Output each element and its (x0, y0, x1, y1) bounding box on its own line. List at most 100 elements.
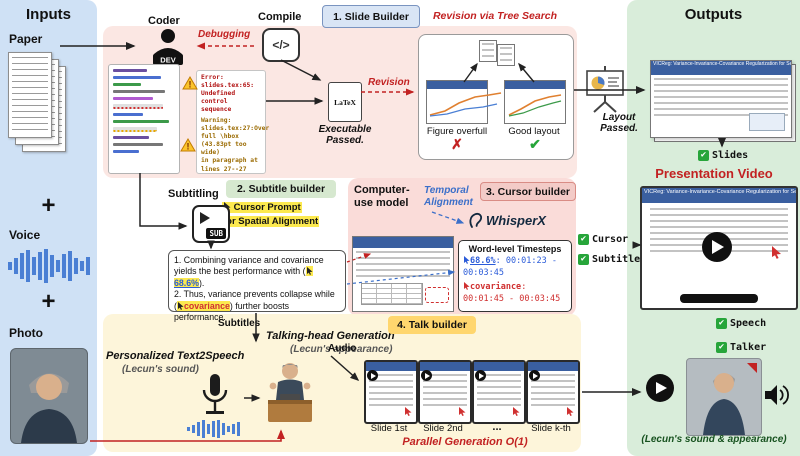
slide-thumb-1 (364, 360, 418, 424)
outputs-caption: (Lecun's sound & appearance) (641, 434, 787, 445)
voice-waveform (8, 249, 90, 283)
paper-page-lines (12, 57, 48, 133)
compile-icon-glyph: </> (272, 38, 290, 52)
slide-thumb-header (366, 362, 416, 371)
cross-mark: ✗ (451, 136, 463, 152)
slide-thumb-label-3: ... (492, 421, 502, 433)
cursor-prompt-line1: Cursor Prompt (233, 202, 301, 213)
presentation-board-icon (586, 66, 624, 113)
slides-check-label: Slides (712, 150, 749, 161)
slide-thumb-lines (531, 374, 575, 408)
inputs-title: Inputs (26, 6, 71, 23)
plus-sign-2: + (41, 288, 56, 315)
photo-label: Photo (9, 326, 43, 340)
slide-thumb-label-2: Slide 2nd (423, 423, 463, 434)
cursor-pointer-icon (464, 281, 470, 290)
voice-label: Voice (9, 228, 41, 242)
compiler-log-box: Error: slides.tex:65: Undefined control … (196, 70, 269, 174)
speech-check-label: Speech (730, 318, 767, 329)
quote2-term: covariance (183, 300, 230, 311)
temporal-alignment-label: Temporal Alignment (424, 185, 473, 208)
video-play-button (702, 232, 732, 262)
code-line (113, 136, 149, 139)
check-icon: ✔ (578, 254, 589, 265)
slide-thumb-label-1: Slide 1st (370, 423, 408, 434)
audio-label: Audio (328, 343, 357, 354)
code-line-error (113, 104, 163, 109)
ts2-term: covariance (470, 281, 522, 292)
plus-sign-1: + (41, 192, 56, 219)
code-line (113, 113, 143, 116)
slide-thumb-label-4: Slide k-th (531, 423, 571, 434)
revision-label: Revision (368, 77, 410, 88)
thumb-cursor-icon (459, 407, 466, 416)
coder-dev-icon: DEV (153, 29, 183, 65)
slide-thumb-header (474, 362, 524, 371)
talker-person (703, 363, 757, 435)
mic-waveform (187, 420, 240, 438)
latex-icon-label: LaTeX (334, 97, 356, 107)
slides-body-lines (654, 78, 788, 118)
tree-chart-overfull (426, 80, 502, 124)
talker-check: ✔ Talker (716, 342, 766, 353)
talker-video-thumb (686, 358, 762, 436)
compile-label: Compile (258, 11, 302, 23)
tree-chart-good-plot (508, 94, 562, 117)
talker-check-label: Talker (730, 342, 767, 353)
video-subtitle-pill (680, 294, 758, 303)
check-icon: ✔ (698, 150, 709, 161)
slides-screenshot: VICReg: Variance-Invariance-Covariance R… (650, 60, 792, 138)
tree-chart-header (505, 81, 565, 89)
subtitle-builder-badge: 2. Subtitle builder (226, 180, 336, 198)
tree-chart-header (427, 81, 487, 89)
executable-passed-label: Executable Passed. (318, 124, 372, 146)
cursor-check: ✔ Cursor (578, 234, 628, 245)
slide-thumb-2 (418, 360, 472, 424)
ablation-slide-lines (356, 251, 450, 277)
video-title-text: VICReg: Variance-Invariance-Covariance R… (644, 189, 796, 195)
code-line (113, 76, 161, 79)
tree-search-title: Revision via Tree Search (432, 10, 558, 22)
thumb-cursor-icon (513, 407, 520, 416)
cursor-pointer-icon (464, 256, 470, 264)
ear-icon (469, 212, 482, 228)
tree-doc-icon-1 (479, 40, 497, 62)
compile-icon: </> (262, 28, 300, 62)
outputs-title: Outputs (684, 6, 743, 23)
cursor-pointer-icon (306, 267, 313, 276)
talking-head-label: Talking-head Generation (266, 330, 395, 342)
paper-label: Paper (9, 32, 43, 46)
debugging-label: Debugging (198, 29, 251, 40)
speech-check: ✔ Speech (716, 318, 766, 329)
slides-check: ✔ Slides (698, 150, 748, 161)
tree-doc-icon-2 (497, 44, 515, 66)
paper-page-1 (8, 52, 52, 138)
quote2-pre: 2. Thus, variance prevents collapse whil… (174, 289, 335, 311)
tree-doc-lines (500, 47, 512, 61)
presentation-video-title: Presentation Video (655, 166, 773, 181)
subtitles-label: Subtitles (218, 318, 261, 329)
quote1-pre: 1. Combining variance and covariance yie… (174, 255, 324, 277)
check-icon: ✔ (716, 342, 727, 353)
sub-play-triangle (200, 212, 216, 224)
slide-builder-badge-label: 1. Slide Builder (333, 10, 409, 23)
error-text: Error: slides.tex:65: Undefined control … (201, 74, 255, 114)
timesteps-box: Word-level Timesteps 68.6%: 00:01:23 - 0… (458, 240, 572, 312)
slide-thumb-lines (477, 374, 521, 408)
tree-doc-lines (482, 43, 494, 57)
thumb-cursor-icon (567, 407, 574, 416)
thumb-play-icon (367, 370, 378, 381)
latex-icon: LaTeX (328, 82, 362, 122)
talking-head-sub: (Lecun's appearance) (290, 344, 393, 355)
subtitling-label: Subtitling (168, 188, 219, 200)
figure-overfull-label: Figure overfull (426, 126, 488, 137)
ablation-annotation-box (425, 287, 449, 303)
slides-title-text: VICReg: Variance-Invariance-Covariance R… (653, 61, 791, 67)
code-line (113, 143, 163, 146)
slide-builder-badge: 1. Slide Builder (322, 5, 420, 28)
slides-title-bar: VICReg: Variance-Invariance-Covariance R… (651, 61, 791, 75)
ts1-time: : 00:01:23 - 00:03:45 (463, 256, 558, 278)
whisperx-label: WhisperX (486, 213, 546, 228)
paper-stack (8, 52, 68, 156)
